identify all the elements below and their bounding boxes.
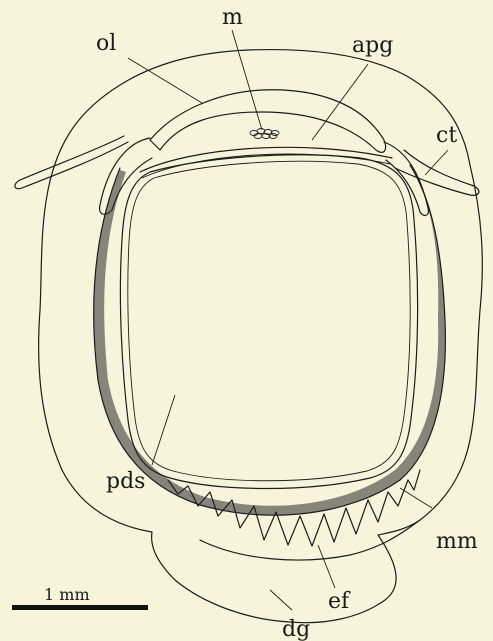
- leader-mm: [400, 488, 432, 508]
- m-cluster: [250, 129, 279, 139]
- label-ct: ct: [436, 123, 457, 148]
- label-pds: pds: [106, 469, 145, 494]
- label-apg: apg: [352, 33, 393, 58]
- leader-pds: [152, 395, 175, 465]
- outer-body-outline: [39, 50, 483, 623]
- leader-dg: [270, 590, 292, 610]
- label-ol: ol: [96, 31, 116, 56]
- pds-outer-outline: [120, 155, 417, 489]
- scale-bar-label: 1 mm: [44, 585, 90, 604]
- pds-inner-outline: [128, 161, 410, 480]
- left-tentacle: [15, 136, 128, 189]
- right-shoulder: [384, 142, 428, 215]
- label-mm: mm: [436, 529, 478, 554]
- leader-ef: [318, 545, 335, 588]
- label-m: m: [222, 5, 243, 30]
- apg-band-inner: [142, 154, 390, 178]
- leader-apg: [312, 64, 368, 140]
- label-ef: ef: [328, 589, 351, 614]
- mantle-dark-band: [94, 168, 446, 515]
- oral-lobe-outline: [150, 90, 386, 153]
- left-shoulder: [100, 138, 152, 214]
- label-dg: dg: [282, 617, 310, 641]
- leader-m: [232, 30, 262, 130]
- scale-bar: [12, 605, 148, 610]
- apg-band: [140, 147, 392, 172]
